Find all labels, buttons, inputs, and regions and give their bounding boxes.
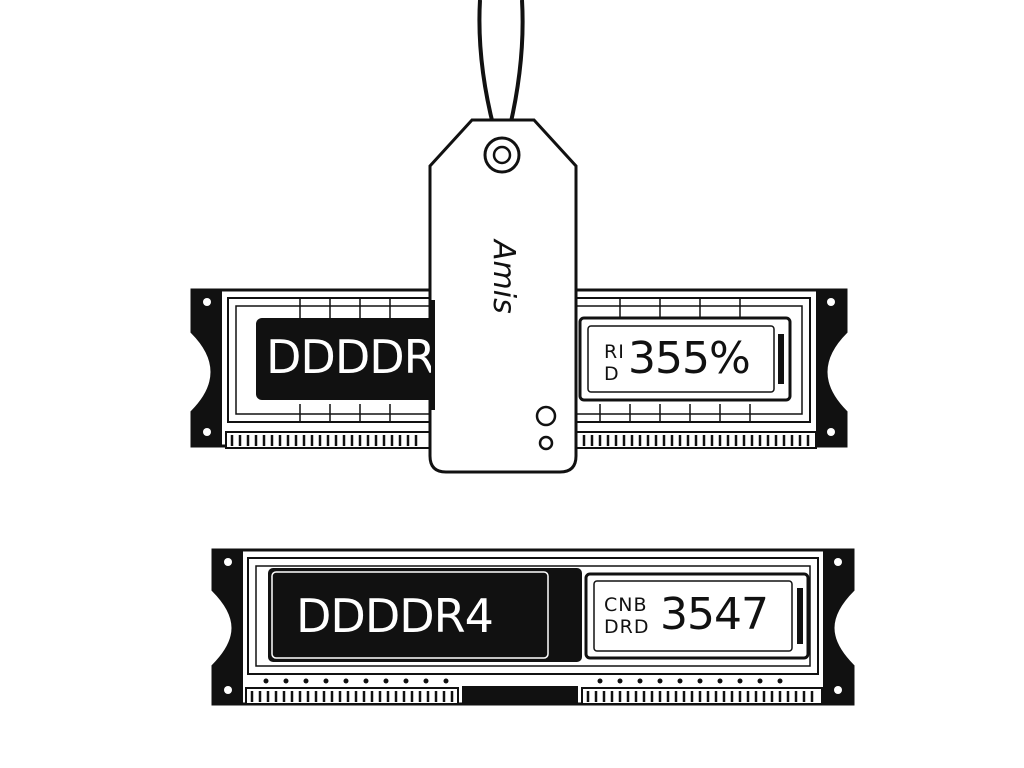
ram-module-1-traces [299, 298, 751, 422]
ram-module-1-label-chip [256, 318, 456, 400]
ram-module-2-label: DDDDR4 [296, 589, 494, 643]
tag-text: Amis [486, 240, 521, 314]
ram-module-1-code-chip [578, 316, 792, 402]
ram-module-1-chip-code-small: RI D [604, 341, 625, 385]
ram-module-1-pins [230, 435, 810, 446]
ram-module-2-pin-strip-right [581, 687, 823, 705]
ram-module-2-pins [250, 691, 814, 702]
ram-module-2-left-cap [213, 550, 243, 704]
ram-module-2-chip-code-large: 3547 [660, 589, 769, 640]
price-tag [428, 0, 578, 474]
ram-module-2-pin-strip-left [245, 687, 459, 705]
tag-edge-overlay [431, 300, 435, 410]
ram-module-2-right-cap [823, 550, 853, 704]
ram-module-2-chip-code-small: CNB DRD [604, 594, 650, 638]
ram-module-2-label-chip [268, 568, 582, 662]
tag-body [428, 118, 578, 474]
ram-module-2 [211, 548, 855, 706]
tag-dot-small [538, 435, 554, 451]
ram-module-2-code-chip [584, 572, 810, 660]
ram-module-1-right-cap [816, 290, 846, 446]
tag-dot-large [535, 405, 557, 427]
ram-module-2-contacts [263, 678, 783, 684]
ram-module-1-chip-code-large: 355% [628, 333, 751, 384]
tag-face-overlay [435, 300, 457, 410]
ram-module-2-notch [462, 686, 578, 704]
ram-module-1-left-cap [192, 290, 222, 446]
ram-module-1-label: DDDDR [266, 330, 436, 384]
